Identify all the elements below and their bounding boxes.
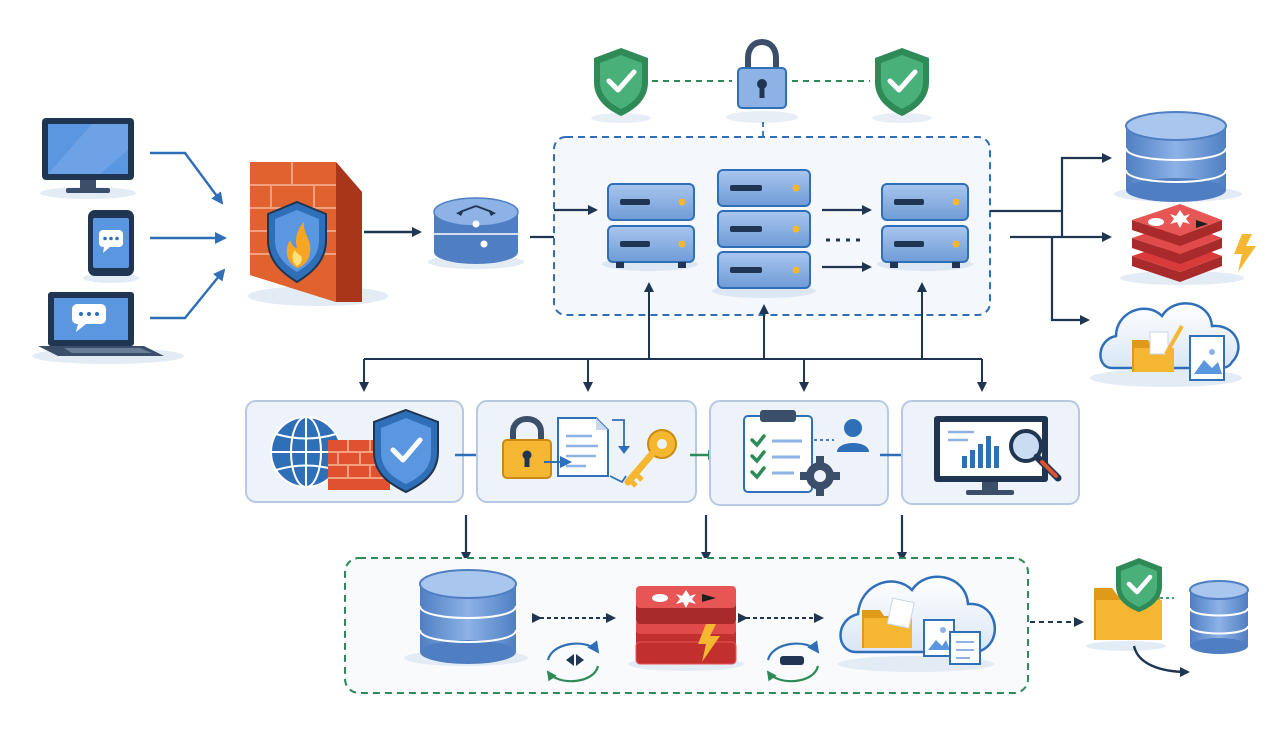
replica-zone: [344, 557, 1029, 694]
shield-check-icon: [594, 48, 648, 116]
cache-store: [1120, 204, 1256, 285]
replica-database: [404, 569, 528, 666]
globe-firewall-shield-icon: [270, 408, 439, 494]
sync-cache-cloud: [738, 613, 824, 683]
firewall: [248, 162, 388, 306]
client-arrows: [150, 151, 227, 320]
monitoring-panel: [901, 400, 1080, 505]
cloud-folder-icon: [1099, 302, 1240, 381]
mobile-client: [83, 210, 139, 283]
router: [428, 197, 524, 269]
laptop-client: [32, 292, 184, 364]
desktop-client: [40, 118, 136, 199]
security-lock: [726, 38, 798, 123]
service-bus: [359, 282, 987, 392]
app-server-cluster: [553, 136, 991, 316]
checklist-user-gear-icon: [743, 410, 869, 496]
lightning-icon: [1234, 234, 1256, 272]
monitor-chart-magnifier-icon: [934, 416, 1062, 495]
shield-check-icon: [875, 48, 929, 116]
security-check-left: [591, 48, 651, 123]
replica-cloud: [838, 575, 997, 672]
server-icon: [602, 183, 698, 271]
security-check-right: [872, 48, 932, 123]
sync-db-cache: [532, 613, 616, 683]
server-icon: [712, 169, 816, 298]
padlock-icon: [737, 38, 787, 109]
cloud-file-store: [1090, 302, 1242, 387]
database-icon: [1125, 111, 1227, 202]
cloud-folder-icon: [839, 575, 997, 665]
folder-shield-database-icon: [1094, 558, 1249, 677]
laptop-chat-icon: [38, 292, 164, 356]
lock-document-key-icon: [502, 415, 677, 488]
firewall-shield-flame-icon: [250, 162, 362, 302]
encryption-panel: [476, 400, 697, 503]
redis-cache-icon: [1132, 204, 1222, 282]
database-store: [1114, 111, 1242, 202]
cluster-internal-arrows: [554, 205, 872, 272]
redis-cache-icon: [635, 586, 737, 665]
replica-cache: [628, 586, 744, 671]
backup-archive: [1086, 558, 1249, 677]
smartphone-chat-icon: [88, 210, 134, 276]
server-icon: [877, 183, 973, 271]
network-security-panel: [245, 400, 464, 503]
storage-connectors: [990, 153, 1112, 325]
compliance-panel: [709, 400, 889, 506]
router-icon: [433, 197, 519, 264]
database-icon: [419, 569, 517, 664]
replica-arrows: [461, 515, 907, 562]
monitor-icon: [42, 118, 134, 193]
